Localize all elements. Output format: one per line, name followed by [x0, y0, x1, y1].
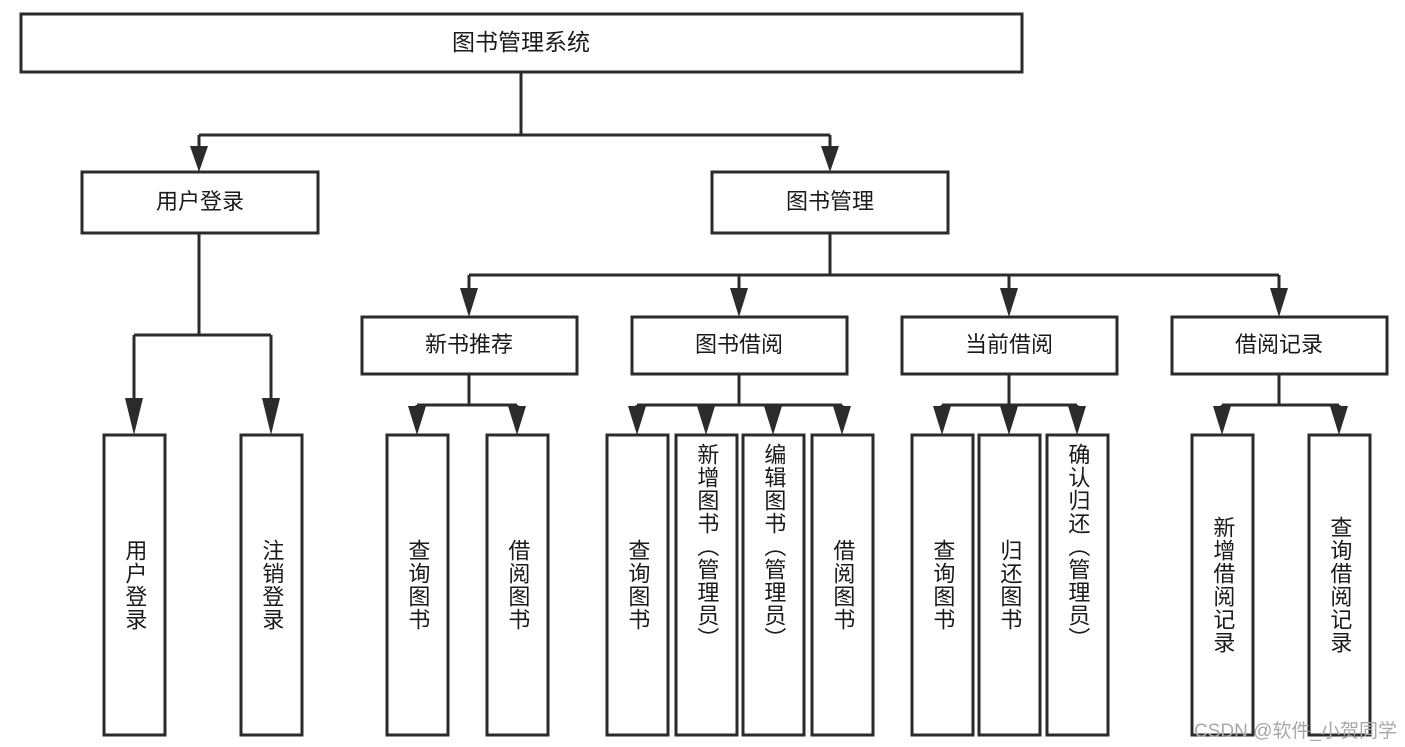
node-book-borrow-label: 图书借阅 [695, 332, 783, 357]
arrowhead-book-manage [821, 146, 839, 172]
arrowhead-leaf-user-login [125, 398, 143, 435]
node-leaf-user-logout-box[interactable] [239, 433, 304, 737]
node-root-box[interactable] [19, 12, 1024, 74]
arrowhead-book-borrow [730, 288, 748, 317]
node-current-borrow-box[interactable] [900, 315, 1119, 376]
arrowhead-borrow-record [1270, 288, 1288, 317]
node-leaf-query-book-2-box[interactable] [605, 433, 670, 737]
node-book-borrow-box[interactable] [630, 315, 849, 376]
node-borrow-record-box[interactable] [1170, 315, 1389, 376]
node-leaf-edit-book-admin-box[interactable] [741, 433, 806, 737]
node-leaf-return-book-box[interactable] [977, 433, 1042, 737]
node-current-borrow-label: 当前借阅 [965, 332, 1053, 357]
connector-layer [125, 72, 1348, 435]
arrowhead-leaf-user-logout [262, 398, 280, 435]
arrowhead-current-borrow [1000, 288, 1018, 317]
node-root-label: 图书管理系统 [452, 29, 590, 55]
node-leaf-add-book-admin-box[interactable] [674, 433, 739, 737]
node-leaf-user-login-box[interactable] [102, 433, 167, 737]
arrowhead-leaf-borrow-book-2 [833, 406, 851, 435]
node-user-login-box[interactable] [80, 170, 320, 235]
node-leaf-query-borrow-record-box[interactable] [1307, 433, 1372, 737]
node-leaf-query-book-1-box[interactable] [385, 433, 450, 737]
csdn-watermark: CSDN @软件_小贺同学 [1194, 721, 1397, 742]
node-leaf-borrow-book-1-box[interactable] [485, 433, 550, 737]
arrowhead-leaf-query-book-1 [408, 406, 426, 435]
node-new-book-recommend-label: 新书推荐 [425, 332, 513, 357]
arrowhead-leaf-query-book-2 [628, 406, 646, 435]
node-leaf-confirm-return-admin-box[interactable] [1045, 433, 1110, 737]
arrowhead-leaf-confirm-return-admin [1068, 406, 1086, 435]
arrowhead-leaf-return-book [1000, 406, 1018, 435]
node-book-manage-label: 图书管理 [786, 189, 874, 214]
arrowhead-leaf-add-borrow-record [1213, 406, 1231, 435]
arrowhead-leaf-add-book-admin [697, 406, 715, 435]
node-layer: 图书管理系统 用户登录 图书管理 新书推荐 图书借阅 当前借阅 借阅记录 [19, 12, 1389, 737]
node-borrow-record-label: 借阅记录 [1235, 332, 1323, 357]
node-user-login-label: 用户登录 [156, 189, 244, 214]
arrowhead-leaf-borrow-book-1 [508, 406, 526, 435]
arrowhead-new-book-recommend [460, 288, 478, 317]
arrowhead-leaf-query-borrow-record [1330, 406, 1348, 435]
node-leaf-add-borrow-record-box[interactable] [1190, 433, 1255, 737]
node-new-book-recommend-box[interactable] [360, 315, 579, 376]
node-book-manage-box[interactable] [710, 170, 950, 235]
arrowhead-leaf-query-book-3 [933, 406, 951, 435]
node-leaf-query-book-3-box[interactable] [910, 433, 975, 737]
node-leaf-borrow-book-2-box[interactable] [810, 433, 875, 737]
arrowhead-leaf-edit-book-admin [764, 406, 782, 435]
arrowhead-user-login [190, 146, 208, 172]
